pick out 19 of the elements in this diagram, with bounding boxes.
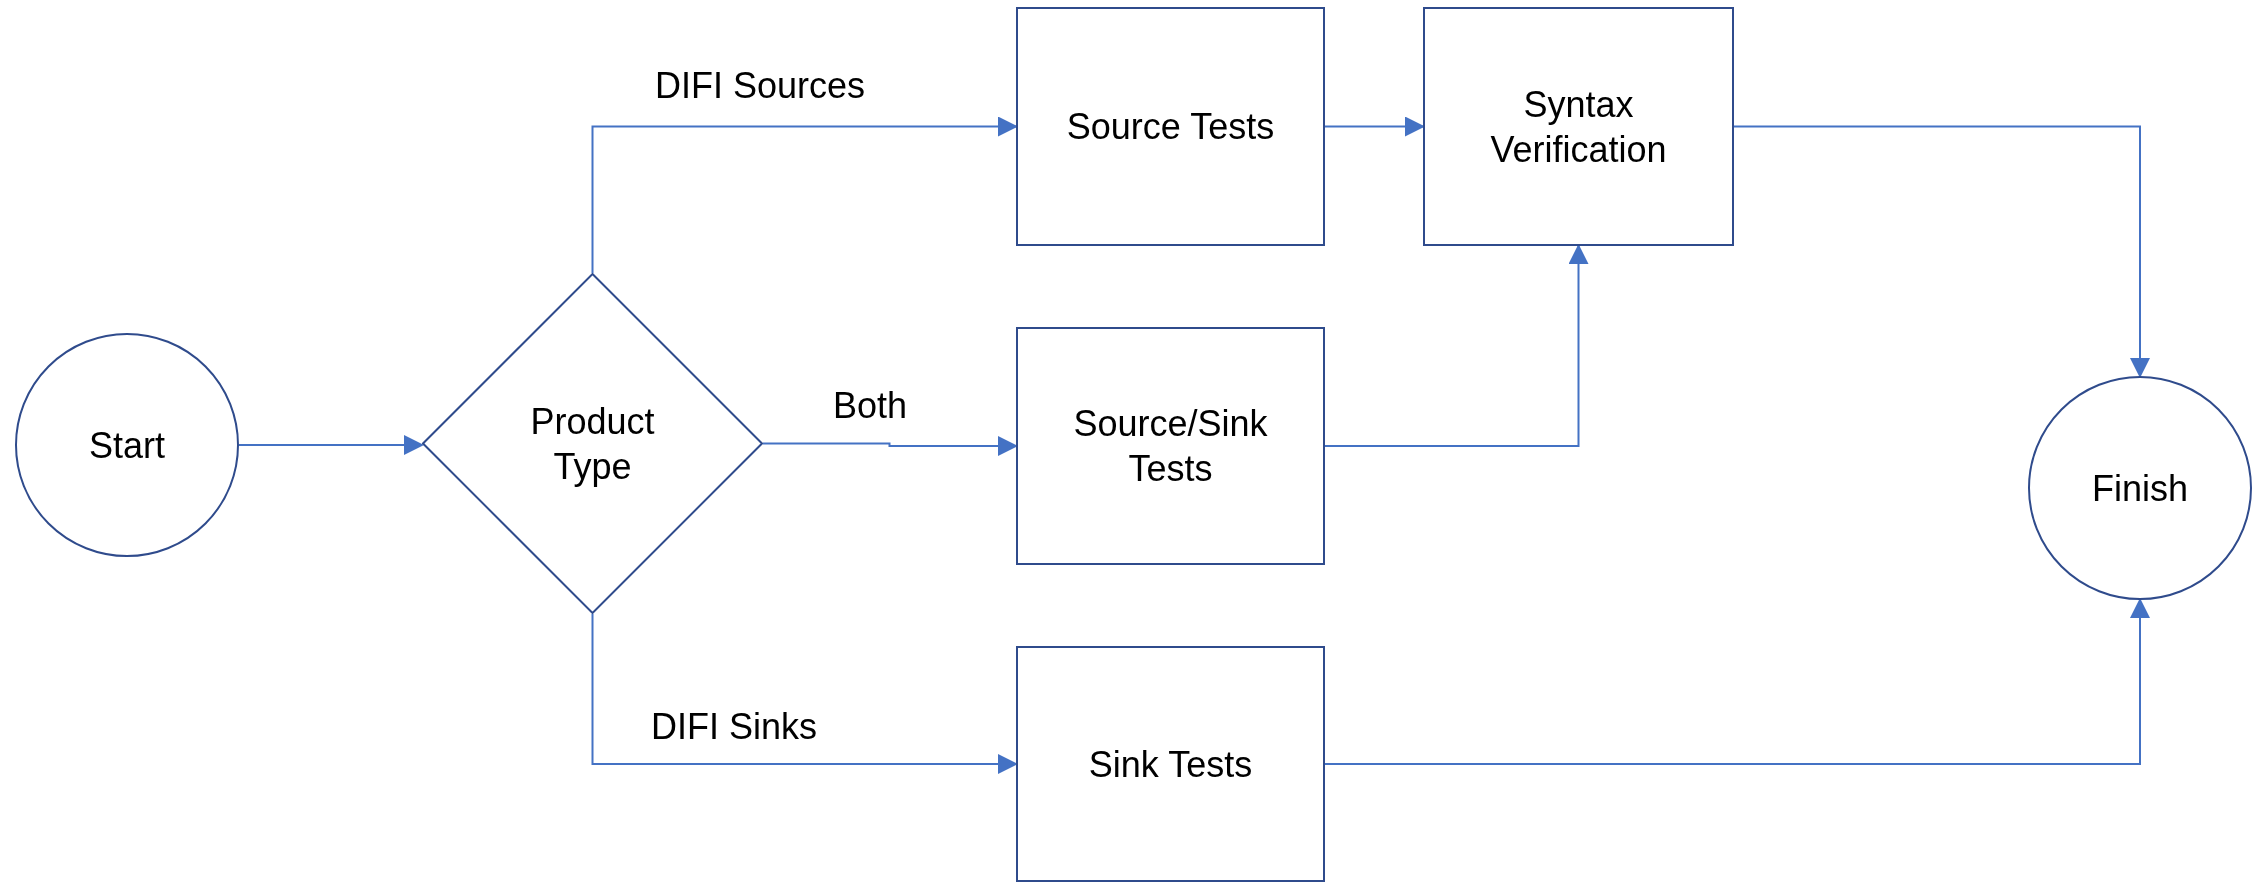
node-label: Start <box>88 423 166 468</box>
arrow <box>1324 116 1425 137</box>
node-label: Finish <box>2091 466 2189 511</box>
node-label: Source/Sink Tests <box>1072 402 1269 491</box>
arrow <box>1324 244 1589 447</box>
arrow <box>1324 598 2150 765</box>
node-label: Syntax Verification <box>1489 82 1668 172</box>
process-box <box>1016 7 1325 246</box>
node-label: Product Type <box>529 399 656 489</box>
arrow <box>591 116 1018 274</box>
arrow <box>1733 125 2150 378</box>
arrow <box>591 613 1018 774</box>
arrow <box>238 435 424 455</box>
arrow <box>762 436 1018 456</box>
node-label: Source Tests <box>1065 105 1276 149</box>
process-box <box>1016 327 1325 565</box>
process-box <box>1016 646 1325 882</box>
node-label: Sink Tests <box>1087 742 1254 787</box>
process-box <box>1423 7 1734 246</box>
